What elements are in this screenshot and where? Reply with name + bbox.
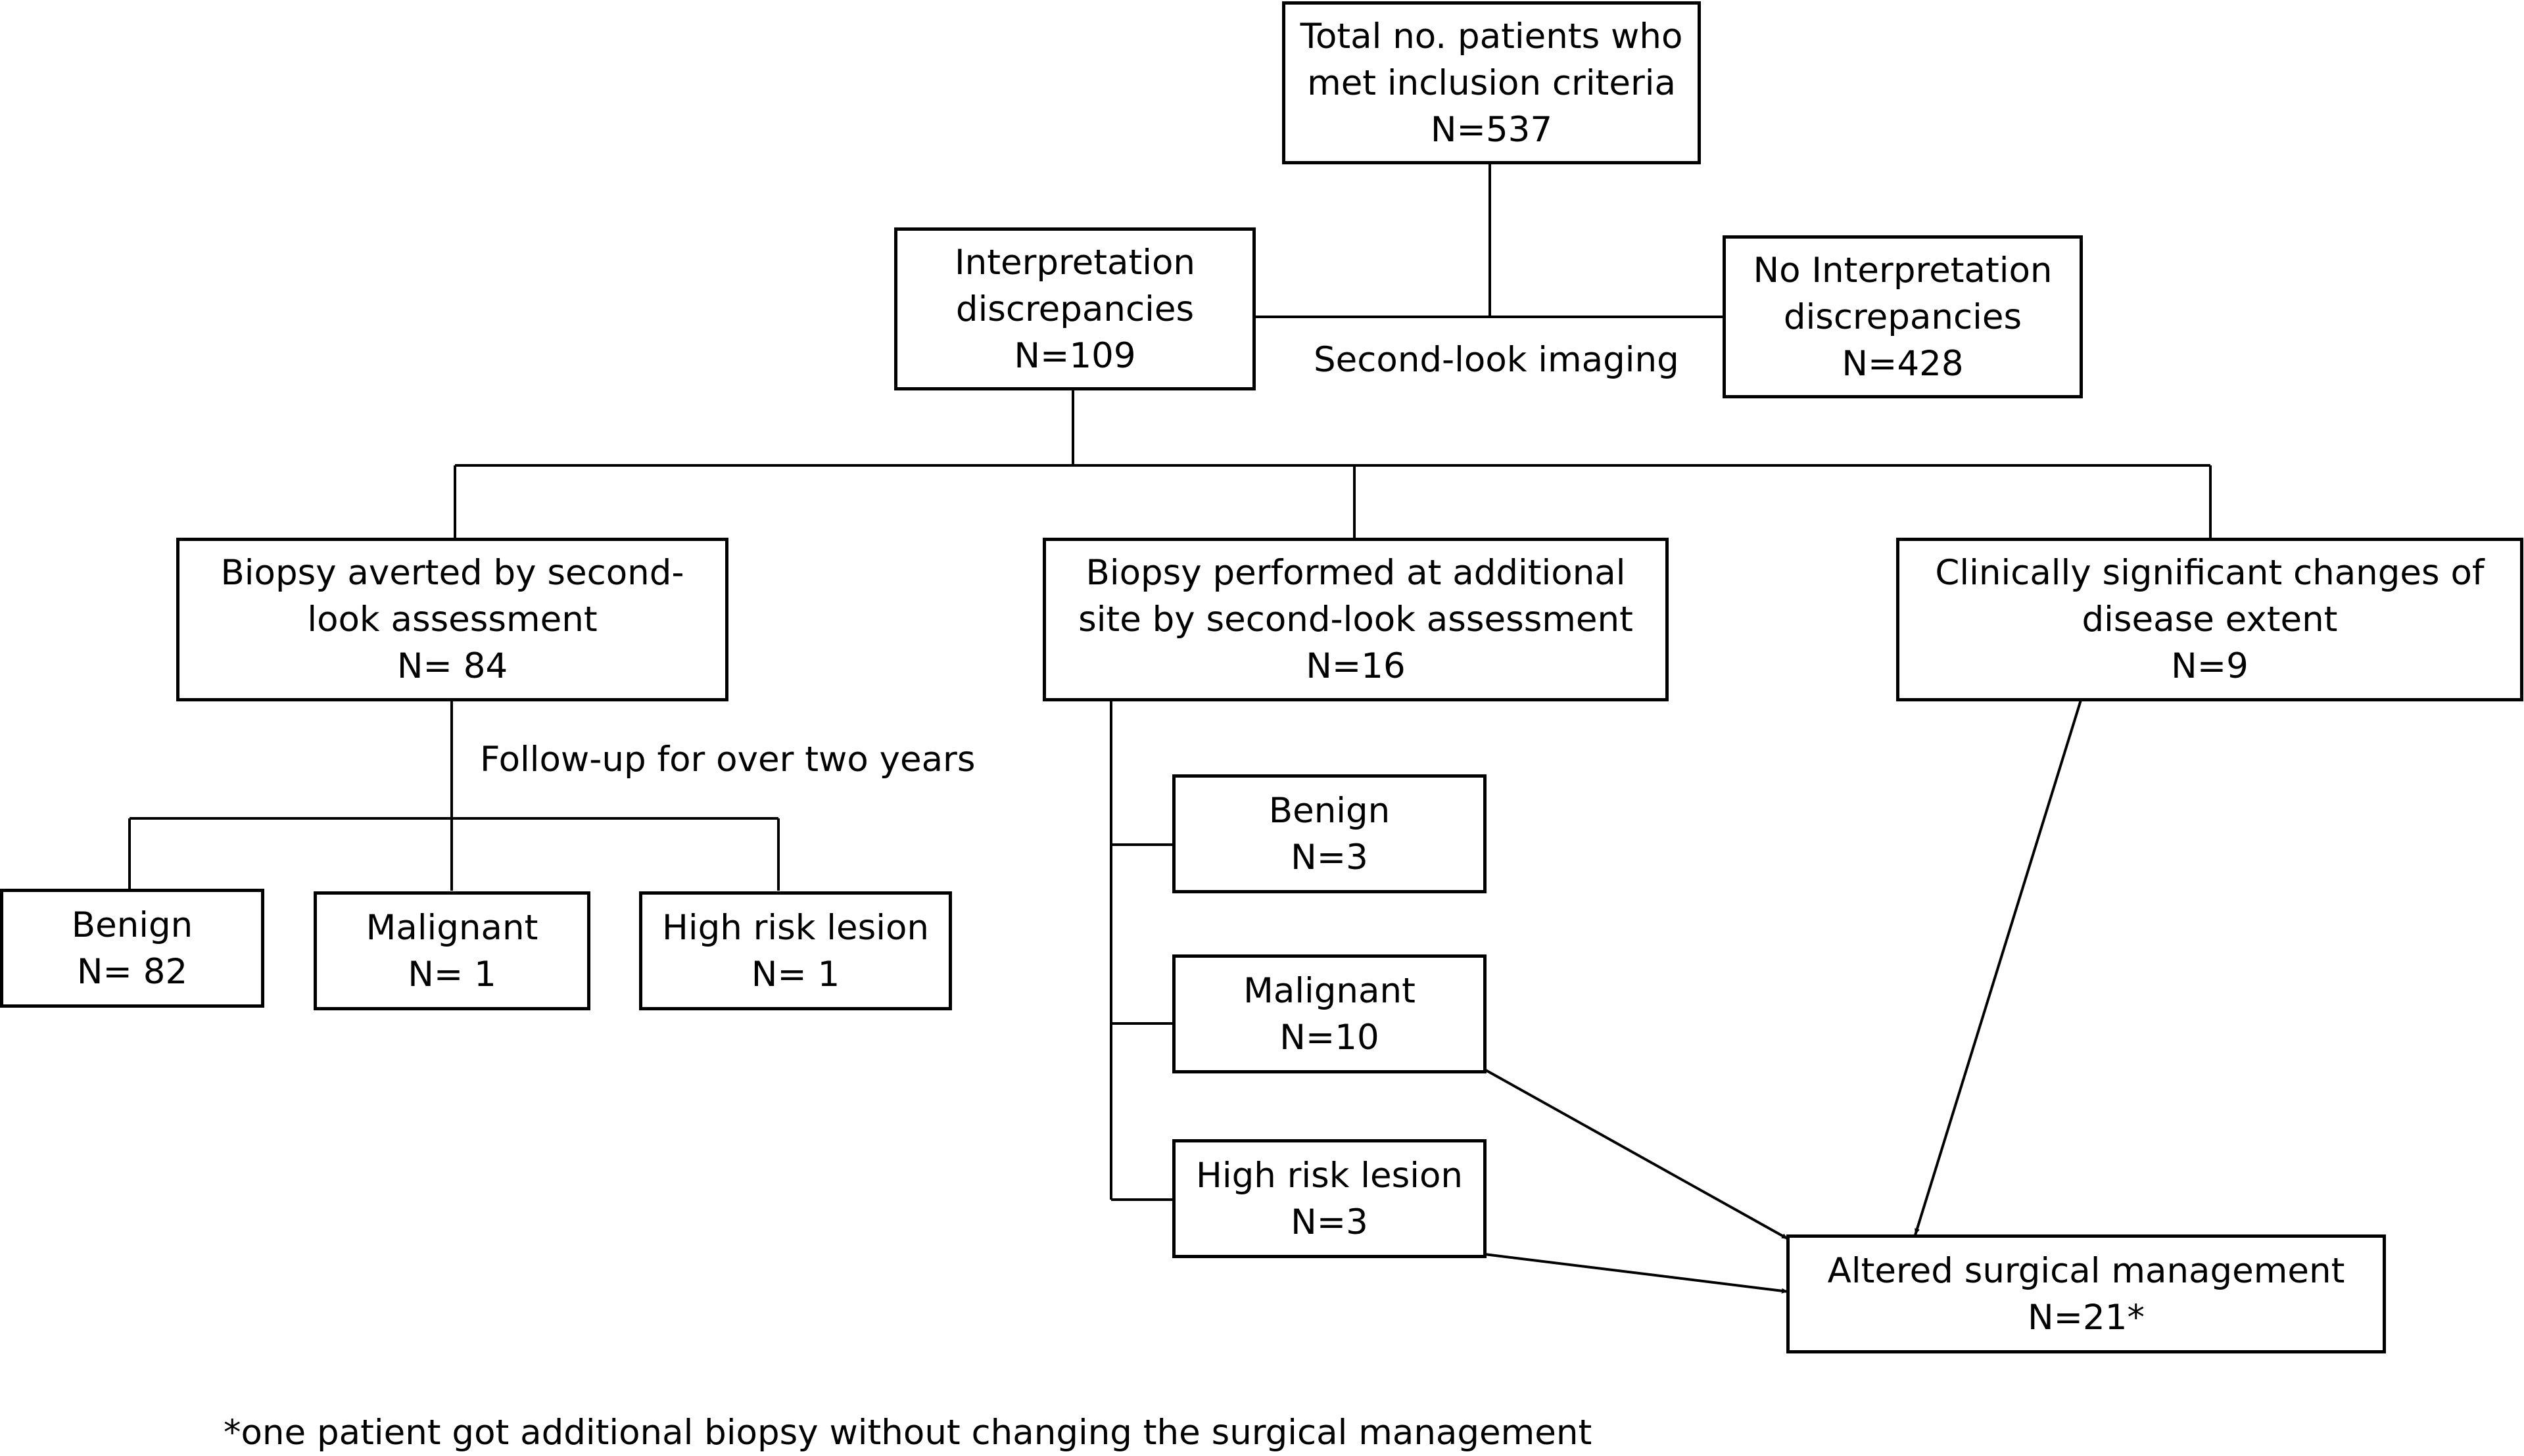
arrow-clinical-to-altered: [1914, 699, 2082, 1236]
followup-malignant-label: Malignant: [366, 907, 538, 948]
no-interpretation-count: N=428: [1842, 343, 1964, 384]
footnote: *one patient got additional biopsy witho…: [224, 1413, 1592, 1453]
biopsy-high-risk-count: N=3: [1291, 1202, 1368, 1242]
altered-surgical-management-label: Altered surgical management: [1827, 1250, 2345, 1291]
arrow-highrisk-to-altered: [1484, 1253, 1789, 1294]
followup-benign-count: N= 82: [76, 951, 188, 992]
altered-surgical-management-box: Altered surgical management N=21*: [1786, 1234, 2386, 1353]
biopsy-benign-label: Benign: [1268, 790, 1391, 831]
followup-benign-box: Benign N= 82: [0, 889, 264, 1008]
clinically-significant-count: N=9: [2171, 646, 2249, 686]
clinically-significant-line-1: Clinically significant changes of: [1935, 553, 2485, 593]
clinically-significant-changes-box: Clinically significant changes of diseas…: [1896, 538, 2523, 701]
biopsy-averted-line-2: look assessment: [307, 599, 598, 640]
interpretation-discrepancies-count: N=109: [1014, 335, 1136, 376]
biopsy-benign-box: Benign N=3: [1172, 774, 1487, 893]
followup-high-risk-count: N= 1: [751, 954, 840, 995]
biopsy-averted-line-1: Biopsy averted by second-: [220, 553, 684, 593]
followup-high-risk-box: High risk lesion N= 1: [639, 891, 952, 1010]
total-patients-box: Total no. patients who met inclusion cri…: [1282, 1, 1701, 164]
total-patients-count: N=537: [1430, 109, 1553, 150]
arrow-malignant-to-altered: [1484, 1068, 1789, 1240]
followup-benign-label: Benign: [71, 904, 193, 945]
followup-malignant-box: Malignant N= 1: [314, 891, 590, 1010]
no-interpretation-line-2: discrepancies: [1783, 296, 2022, 337]
no-interpretation-line-1: No Interpretation: [1753, 250, 2053, 291]
biopsy-malignant-label: Malignant: [1243, 970, 1416, 1011]
biopsy-high-risk-box: High risk lesion N=3: [1172, 1139, 1487, 1258]
biopsy-averted-box: Biopsy averted by second- look assessmen…: [176, 538, 728, 701]
followup-malignant-count: N= 1: [408, 954, 496, 995]
biopsy-benign-count: N=3: [1291, 837, 1368, 878]
total-patients-line-1: Total no. patients who: [1300, 16, 1683, 57]
biopsy-malignant-box: Malignant N=10: [1172, 954, 1487, 1073]
no-interpretation-discrepancies-box: No Interpretation discrepancies N=428: [1723, 235, 2083, 398]
follow-up-label: Follow-up for over two years: [480, 740, 976, 780]
interpretation-discrepancies-line-2: discrepancies: [955, 289, 1195, 329]
biopsy-averted-count: N= 84: [396, 646, 508, 686]
altered-surgical-management-count: N=21*: [2028, 1297, 2145, 1338]
second-look-imaging-label: Second-look imaging: [1314, 340, 1679, 380]
total-patients-line-2: met inclusion criteria: [1307, 62, 1676, 103]
biopsy-performed-line-2: site by second-look assessment: [1078, 599, 1633, 640]
biopsy-high-risk-label: High risk lesion: [1195, 1155, 1463, 1196]
biopsy-performed-line-1: Biopsy performed at additional: [1085, 553, 1626, 593]
biopsy-malignant-count: N=10: [1279, 1017, 1379, 1058]
biopsy-performed-box: Biopsy performed at additional site by s…: [1043, 538, 1669, 701]
biopsy-performed-count: N=16: [1306, 646, 1406, 686]
followup-high-risk-label: High risk lesion: [661, 907, 929, 948]
interpretation-discrepancies-line-1: Interpretation: [954, 242, 1196, 283]
clinically-significant-line-2: disease extent: [2082, 599, 2338, 640]
interpretation-discrepancies-box: Interpretation discrepancies N=109: [894, 227, 1256, 390]
